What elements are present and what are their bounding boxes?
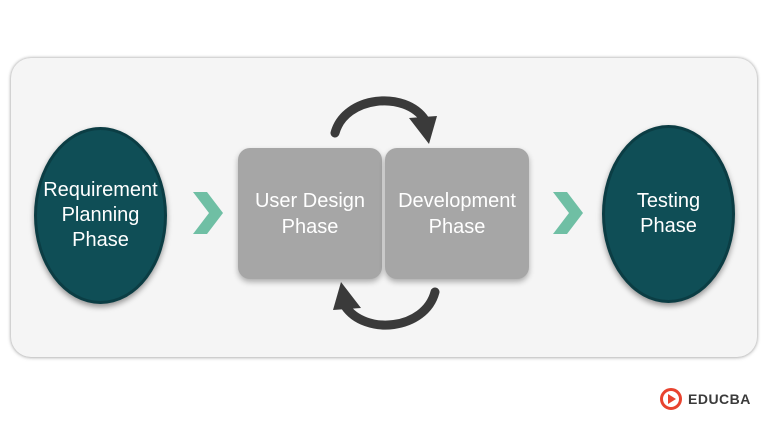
development-phase-node: Development Phase (385, 148, 529, 279)
curved-arrow-clockwise-icon (330, 96, 437, 144)
chevron-right-icon (553, 192, 583, 234)
testing-phase-node: Testing Phase (602, 125, 735, 303)
requirement-planning-phase-node: Requirement Planning Phase (34, 127, 167, 304)
curved-arrow-return-icon (333, 282, 440, 330)
brand-logo: EDUCBA (660, 387, 751, 411)
chevron-right-icon (193, 192, 223, 234)
educba-logo-icon (660, 388, 682, 410)
brand-name: EDUCBA (688, 391, 751, 407)
user-design-phase-node: User Design Phase (238, 148, 382, 279)
